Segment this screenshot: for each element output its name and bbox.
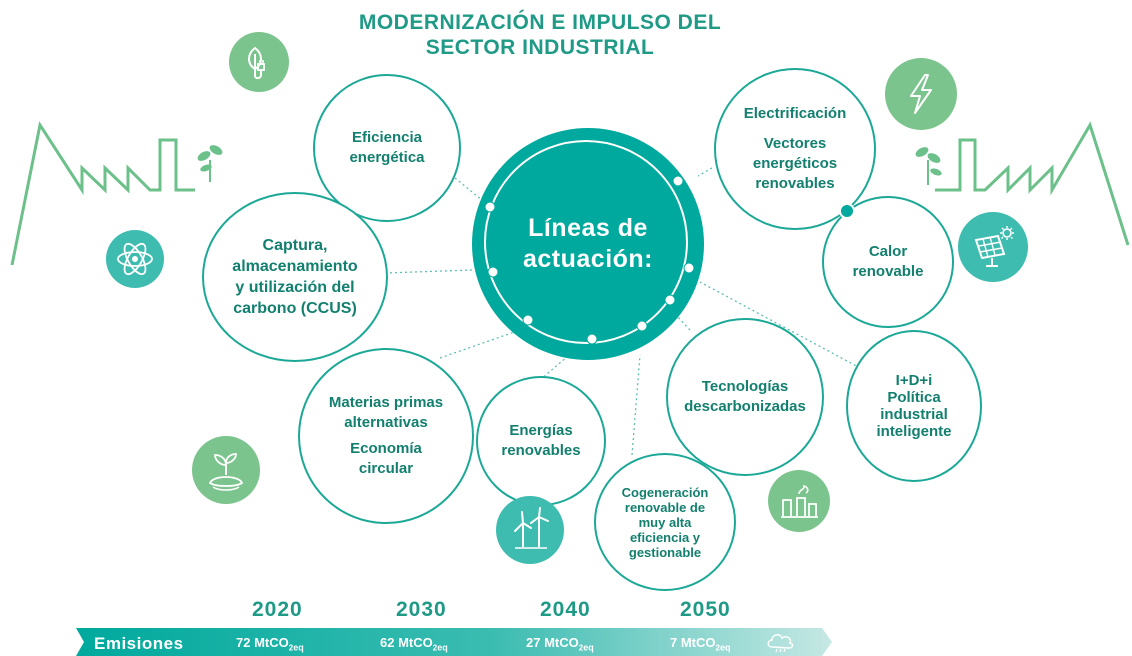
bubble-tecnologias-line: descarbonizadas bbox=[684, 398, 806, 415]
bubble-eficiencia: Eficiencia energética bbox=[313, 74, 461, 222]
page-title: MODERNIZACIÓN E IMPULSO DEL SECTOR INDUS… bbox=[330, 10, 750, 60]
sprout-soil-icon bbox=[192, 436, 260, 504]
bubble-materias-economia: Materias primas alternativas Economía ci… bbox=[298, 348, 474, 524]
bubble-vectores-line: renovables bbox=[755, 175, 835, 192]
factory-skyline-left bbox=[10, 121, 195, 266]
bubble-cogeneracion-line: gestionable bbox=[628, 544, 702, 560]
bubble-ccus: Captura, almacenamiento y utilización de… bbox=[202, 192, 388, 362]
bubble-cogeneracion: Cogeneración renovable de muy alta efici… bbox=[594, 453, 736, 591]
center-ring bbox=[484, 140, 688, 344]
emission-value: 62 MtCO bbox=[380, 635, 433, 650]
year-2040: 2040 bbox=[540, 598, 591, 621]
bubble-energias-line: Energías bbox=[509, 422, 573, 439]
bubble-economia-line: circular bbox=[358, 460, 414, 477]
bubble-ccus-line: y utilización del bbox=[235, 279, 355, 296]
emission-subscript: 2 bbox=[715, 643, 720, 653]
bubble-ccus-line: almacenamiento bbox=[232, 258, 358, 275]
ring-dot bbox=[586, 333, 598, 345]
ring-dot bbox=[636, 320, 648, 332]
lightning-icon bbox=[885, 58, 957, 130]
ring-dot bbox=[522, 314, 534, 326]
bubble-materias-line: alternativas bbox=[344, 414, 428, 431]
ring-dot bbox=[683, 262, 695, 274]
bubble-tecnologias-line: Tecnologías bbox=[701, 378, 789, 395]
bubble-tecnologias: Tecnologías descarbonizadas bbox=[666, 318, 824, 476]
bubble-idi-line: I+D+i bbox=[895, 372, 933, 389]
cloud-icon bbox=[764, 630, 796, 654]
bubble-ccus-line: Captura, bbox=[262, 237, 328, 254]
bubble-calor-line: Calor bbox=[868, 243, 908, 260]
connector-idi bbox=[699, 281, 861, 369]
bubble-energias-line: renovables bbox=[501, 442, 581, 459]
emission-2040: 27 MtCO2eq bbox=[526, 635, 594, 653]
connector-materias bbox=[439, 329, 521, 359]
wind-turbine-icon bbox=[496, 496, 564, 564]
bubble-electrificacion-vectores: Electrificación Vectores energéticos ren… bbox=[714, 68, 876, 230]
emission-2020: 72 MtCO2eq bbox=[236, 635, 304, 653]
bubble-idi-line: inteligente bbox=[876, 423, 952, 440]
bubble-idi-line: Política bbox=[887, 389, 941, 406]
year-2050: 2050 bbox=[680, 598, 731, 621]
year-2030: 2030 bbox=[396, 598, 447, 621]
emission-value: 72 MtCO bbox=[236, 635, 289, 650]
ring-dot bbox=[672, 175, 684, 187]
emission-unit: eq bbox=[293, 642, 304, 653]
junction-dot bbox=[839, 203, 855, 219]
bubble-cogeneracion-line: Cogeneración bbox=[621, 484, 709, 500]
emission-value: 27 MtCO bbox=[526, 635, 579, 650]
bubble-vectores-line: Vectores bbox=[763, 135, 827, 152]
bubble-cogeneracion-line: eficiencia y bbox=[629, 529, 701, 545]
emission-unit: eq bbox=[437, 642, 448, 653]
bubble-eficiencia-line: energética bbox=[349, 149, 425, 166]
emission-subscript: 2 bbox=[288, 643, 294, 653]
bubble-materias-line: Materias primas bbox=[328, 394, 444, 411]
bubble-vectores-line: energéticos bbox=[752, 155, 838, 172]
bubble-calor-line: renovable bbox=[852, 263, 924, 280]
year-2020: 2020 bbox=[252, 598, 303, 621]
sprout-right bbox=[915, 147, 942, 185]
title-line-1: MODERNIZACIÓN E IMPULSO DEL bbox=[358, 11, 722, 34]
connector-tecnologias bbox=[675, 314, 691, 331]
bubble-idi: I+D+i Política industrial inteligente bbox=[846, 330, 982, 482]
emission-value: 7 MtCO bbox=[670, 635, 716, 650]
emission-2050: 7 MtCO2eq bbox=[670, 635, 730, 653]
emission-subscript: 2 bbox=[578, 643, 584, 653]
atom-icon bbox=[106, 230, 164, 288]
emission-2030: 62 MtCO2eq bbox=[380, 635, 448, 653]
bubble-cogeneracion-line: muy alta bbox=[638, 514, 692, 530]
ring-dot bbox=[664, 294, 676, 306]
ring-dot bbox=[484, 201, 496, 213]
title-line-2: SECTOR INDUSTRIAL bbox=[425, 36, 655, 59]
emissions-label: Emisiones bbox=[94, 634, 184, 653]
bubble-ccus-line: carbono (CCUS) bbox=[233, 300, 357, 317]
center-title-line-2: actuación: bbox=[522, 245, 654, 273]
connector-cogeneracion bbox=[631, 354, 641, 456]
emission-unit: eq bbox=[583, 642, 594, 653]
emission-unit: eq bbox=[719, 642, 731, 653]
bubble-economia-line: Economía bbox=[350, 440, 422, 457]
emission-subscript: 2 bbox=[432, 643, 438, 653]
sprout-left bbox=[197, 145, 223, 182]
emissions-band bbox=[76, 628, 832, 656]
factory-icon bbox=[768, 470, 830, 532]
center-circle: Líneas de actuación: bbox=[472, 128, 704, 360]
bubble-idi-line: industrial bbox=[880, 406, 948, 423]
bubble-energias: Energías renovables bbox=[476, 376, 606, 506]
factory-skyline-right bbox=[935, 121, 1130, 246]
plant-plug-icon bbox=[229, 32, 289, 92]
ring-dot bbox=[487, 266, 499, 278]
solar-panel-icon bbox=[958, 212, 1028, 282]
bubble-electrificacion-line: Electrificación bbox=[743, 105, 847, 122]
bubble-eficiencia-line: Eficiencia bbox=[351, 129, 423, 146]
bubble-cogeneracion-line: renovable de bbox=[624, 499, 706, 515]
center-title-line-1: Líneas de bbox=[528, 214, 648, 242]
